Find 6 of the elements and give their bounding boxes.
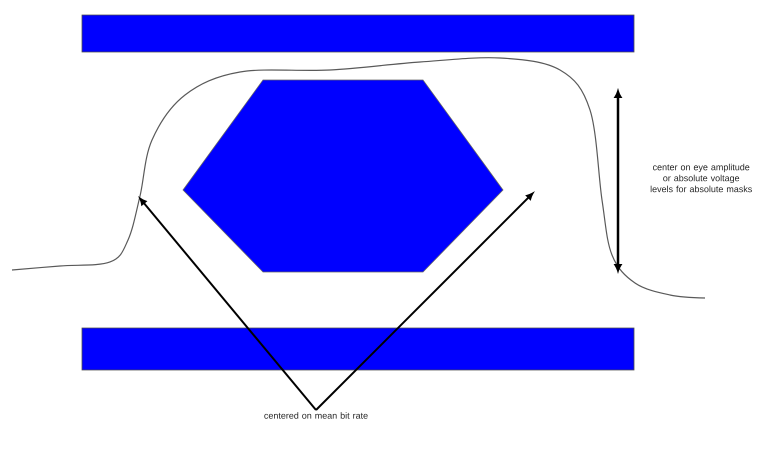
annotation-text: center on eye amplitude or absolute voltage levels for absolute masks — [650, 164, 752, 192]
caption-text: centered on mean bit rate — [264, 412, 368, 419]
arrow — [139, 198, 317, 411]
mask-bar — [82, 328, 634, 370]
arrow — [315, 192, 534, 411]
mask-bar — [82, 14, 634, 52]
